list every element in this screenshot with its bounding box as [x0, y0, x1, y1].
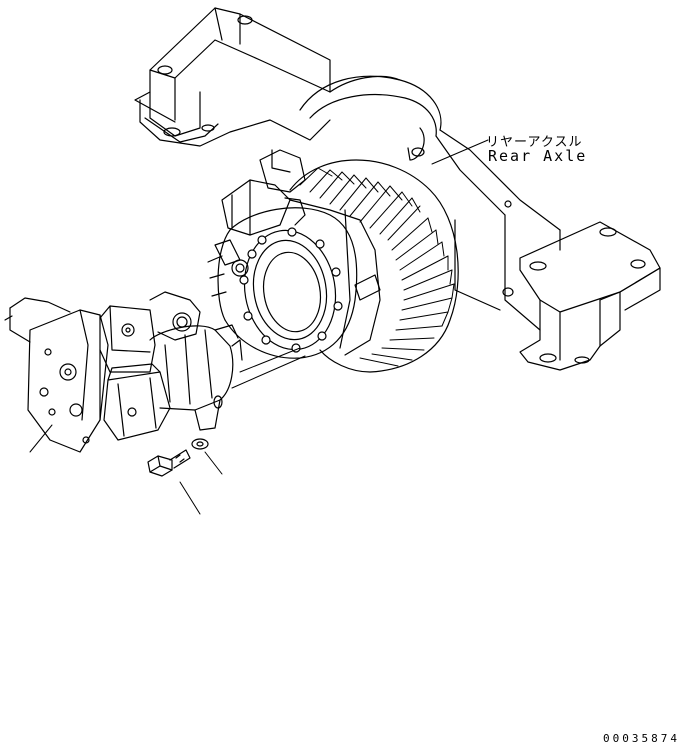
bolt [148, 450, 190, 476]
rear-axle-housing [135, 8, 660, 370]
rear-axle-label-en: Rear Axle [488, 147, 588, 165]
end-flange [208, 150, 357, 358]
leader-lines [30, 140, 488, 514]
washer [192, 439, 208, 449]
drawing-number: 00035874 [603, 732, 680, 745]
hydraulic-motor [5, 292, 242, 452]
finned-housing [290, 160, 458, 372]
rear-axle-label-jp: リヤーアクスル [486, 135, 583, 150]
